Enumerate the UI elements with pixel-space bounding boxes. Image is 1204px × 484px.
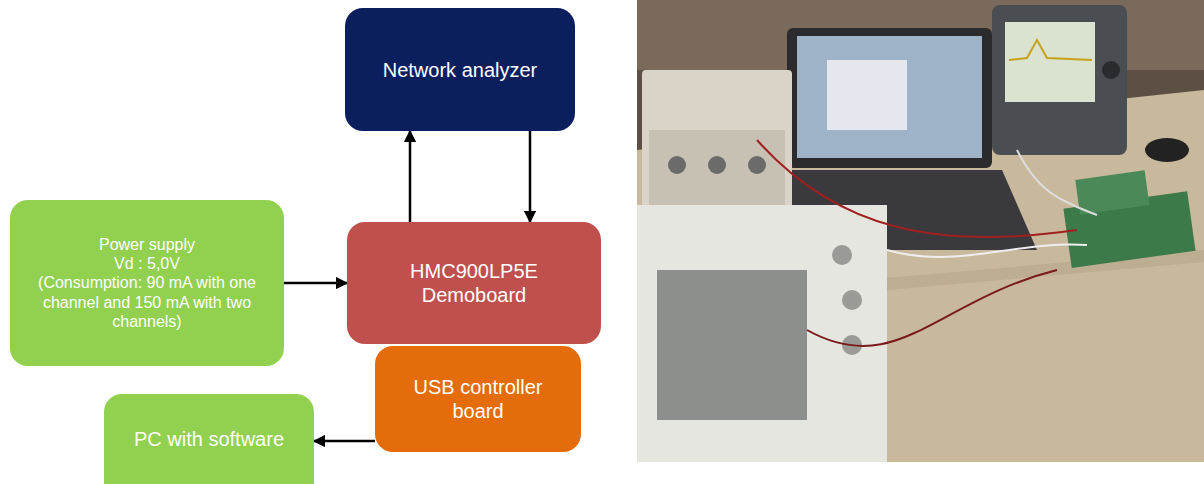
- text-stack: PC with software: [116, 427, 302, 451]
- analyzer-body: [992, 5, 1127, 155]
- supply-box: Power supplyVd : 5,0V(Consumption: 90 mA…: [10, 200, 284, 366]
- power-supply-panel: [649, 130, 785, 210]
- scope-knob: [832, 245, 852, 265]
- supply-knob: [748, 156, 766, 174]
- scope-knob: [842, 290, 862, 310]
- box-label: Power supply: [22, 235, 272, 254]
- box-label: Network analyzer: [357, 58, 563, 82]
- board-box: HMC900LP5E Demoboard: [347, 222, 601, 344]
- box-label: PC with software: [116, 427, 302, 451]
- laptop-screen: [787, 28, 992, 168]
- computer-box: PC with software: [104, 394, 314, 484]
- laptop-display: [797, 36, 982, 158]
- arrow-connector: [314, 440, 375, 443]
- cable: [887, 244, 1087, 257]
- text-stack: Power supplyVd : 5,0V(Consumption: 90 mA…: [22, 235, 272, 331]
- analyzer-trace: [1009, 40, 1092, 60]
- arrow-connector: [529, 131, 532, 222]
- box-label: Vd : 5,0V: [22, 254, 272, 273]
- lab-photo: [637, 0, 1204, 462]
- analyzer-knob: [1102, 61, 1120, 79]
- cable: [757, 140, 1077, 237]
- cable: [807, 270, 1057, 346]
- controller-board: [1075, 170, 1149, 214]
- arrow-connector: [284, 282, 347, 285]
- power-supply-body: [642, 70, 792, 220]
- cable: [1017, 150, 1097, 215]
- box-label: (Consumption: 90 mA with one channel and…: [22, 273, 272, 331]
- text-stack: HMC900LP5E Demoboard: [359, 259, 589, 307]
- oscilloscope-body: [637, 205, 887, 462]
- analyzer-screen: [1005, 22, 1095, 102]
- instrument-box: Network analyzer: [345, 8, 575, 131]
- oscilloscope-screen: [657, 270, 807, 420]
- photo-background: [637, 0, 1204, 462]
- box-label: USB controller board: [387, 375, 569, 423]
- controller-box: USB controller board: [375, 346, 581, 452]
- supply-knob: [708, 156, 726, 174]
- arrow-connector: [409, 131, 412, 222]
- text-stack: Network analyzer: [357, 58, 563, 82]
- box-label: HMC900LP5E Demoboard: [359, 259, 589, 307]
- text-stack: USB controller board: [387, 375, 569, 423]
- mouse: [1145, 138, 1189, 162]
- laptop-window: [827, 60, 907, 130]
- supply-knob: [668, 156, 686, 174]
